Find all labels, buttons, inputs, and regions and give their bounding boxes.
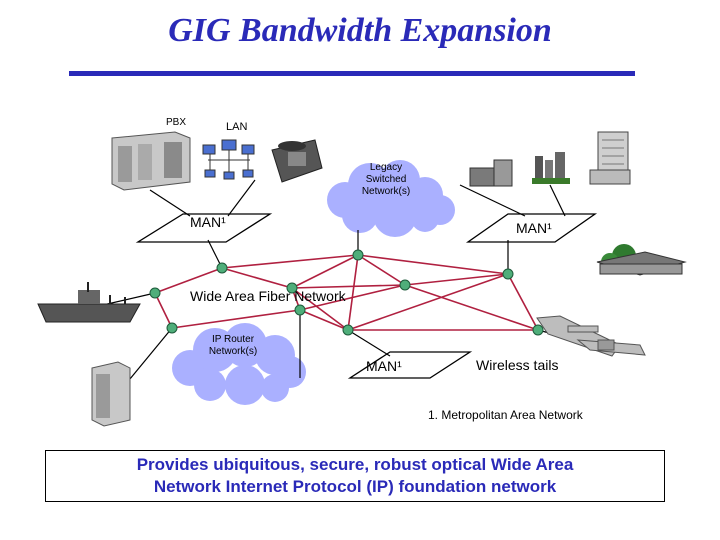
legacy-network-cloud bbox=[327, 160, 455, 237]
man-bottom-label: MAN¹ bbox=[366, 358, 402, 374]
router-node bbox=[352, 249, 364, 261]
man-left-label: MAN¹ bbox=[190, 214, 226, 230]
wide-area-network-label: Wide Area Fiber Network bbox=[190, 288, 346, 304]
man-bottom-plane bbox=[347, 351, 473, 379]
pbx-cabinet-icon bbox=[111, 131, 191, 191]
router-node bbox=[342, 324, 354, 336]
telephone-icon bbox=[271, 139, 323, 183]
man-right-plane bbox=[465, 213, 598, 243]
lan-icon bbox=[202, 139, 255, 180]
router-node bbox=[216, 262, 228, 274]
summary-box: Provides ubiquitous, secure, robust opti… bbox=[45, 450, 665, 502]
router-node bbox=[286, 282, 298, 294]
node-connectors bbox=[207, 230, 509, 378]
man-right-label: MAN¹ bbox=[516, 220, 552, 236]
summary-line-2: Network Internet Protocol (IP) foundatio… bbox=[153, 477, 557, 496]
fiber-links bbox=[154, 254, 539, 331]
title-underline bbox=[69, 71, 635, 76]
aircraft-icon bbox=[536, 315, 646, 357]
man-left-plane bbox=[135, 213, 273, 243]
lan-label: LAN bbox=[226, 121, 248, 133]
router-nodes bbox=[149, 249, 544, 336]
ip-router-network-cloud bbox=[172, 323, 306, 405]
campus-building-icon bbox=[596, 244, 687, 276]
ip-router-network-label: IP Router Network(s) bbox=[208, 334, 258, 357]
legacy-network-label: Legacy Switched Network(s) bbox=[361, 162, 411, 197]
router-node bbox=[399, 279, 411, 291]
router-node bbox=[149, 287, 161, 299]
pbx-label: PBX bbox=[166, 117, 187, 128]
router-node bbox=[502, 268, 514, 280]
ship-icon bbox=[37, 282, 141, 323]
summary-line-1: Provides ubiquitous, secure, robust opti… bbox=[136, 455, 574, 474]
footnote: 1. Metropolitan Area Network bbox=[428, 408, 583, 422]
office-buildings-icon bbox=[469, 131, 631, 187]
router-node bbox=[294, 304, 306, 316]
router-node bbox=[532, 324, 544, 336]
wireless-tails-label: Wireless tails bbox=[476, 357, 559, 373]
slide-title: GIG Bandwidth Expansion bbox=[168, 12, 552, 49]
server-cabinet-icon bbox=[91, 361, 131, 427]
router-node bbox=[166, 322, 178, 334]
